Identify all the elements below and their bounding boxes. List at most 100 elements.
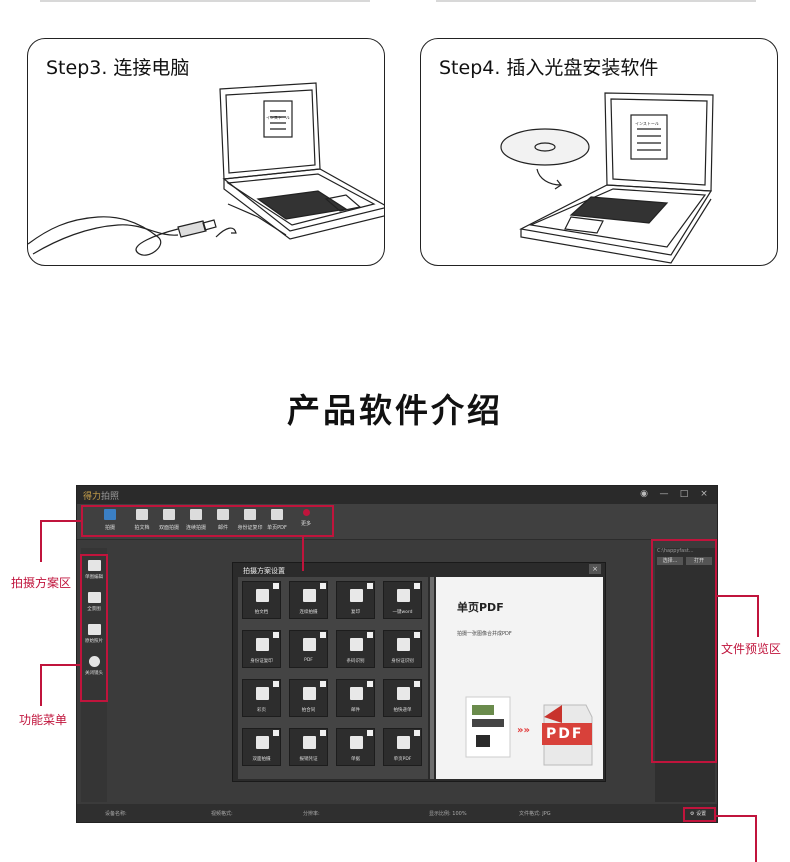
scheme-item[interactable]: 一键word bbox=[383, 581, 422, 619]
menu-close-camera[interactable]: 关闭镜头 bbox=[82, 656, 106, 676]
menu-single-edit[interactable]: 单图编辑 bbox=[82, 560, 106, 580]
checkbox[interactable] bbox=[273, 681, 279, 687]
checkbox[interactable] bbox=[367, 681, 373, 687]
connector bbox=[757, 595, 759, 637]
left-menu-highlight bbox=[80, 554, 108, 702]
checkbox[interactable] bbox=[414, 681, 420, 687]
duplex-icon bbox=[163, 509, 175, 520]
scheme-label: 身份证复印 bbox=[250, 659, 273, 664]
checkbox[interactable] bbox=[414, 632, 420, 638]
scheme-item[interactable]: 连续拍摄 bbox=[289, 581, 328, 619]
checkbox[interactable] bbox=[414, 730, 420, 736]
tool-pdf[interactable]: 单页PDF bbox=[264, 509, 290, 531]
checkbox[interactable] bbox=[367, 730, 373, 736]
scheme-item[interactable]: 单据 bbox=[336, 728, 375, 766]
dialog-close-button[interactable]: × bbox=[589, 564, 601, 574]
checkbox[interactable] bbox=[320, 730, 326, 736]
scheme-label: 条码识别 bbox=[346, 659, 365, 664]
tool-document[interactable]: 拍文档 bbox=[129, 509, 155, 531]
folder-path: C:\happyfast... bbox=[657, 548, 694, 554]
pdf-icon bbox=[271, 509, 283, 520]
scheme-item[interactable]: 身份证复印 bbox=[242, 630, 281, 668]
scheme-item[interactable]: 拍快递单 bbox=[383, 679, 422, 717]
menu-label: 关闭镜头 bbox=[85, 671, 103, 676]
checkbox[interactable] bbox=[320, 583, 326, 589]
camera-icon bbox=[104, 509, 116, 520]
tool-label: 更多 bbox=[300, 521, 311, 527]
scheme-label: 身份证识别 bbox=[391, 659, 414, 664]
scheme-item[interactable]: 复印 bbox=[336, 581, 375, 619]
scheme-label: 拍合同 bbox=[301, 708, 316, 713]
laptop-usb-illustration: インストール bbox=[28, 82, 384, 256]
select-folder-button[interactable]: 选择... bbox=[657, 557, 683, 565]
app-brand: 得力拍照 bbox=[83, 489, 119, 502]
checkbox[interactable] bbox=[414, 583, 420, 589]
dialog-title: 拍摄方案设置 bbox=[243, 567, 285, 575]
scheme-label: 彩页 bbox=[257, 708, 266, 713]
scheme-label: 复印 bbox=[351, 610, 360, 615]
tool-label: 连续拍摄 bbox=[185, 525, 206, 531]
continuous-icon bbox=[190, 509, 202, 520]
minimize-button[interactable]: — bbox=[659, 489, 669, 499]
checkbox[interactable] bbox=[367, 583, 373, 589]
settings-label: 设置 bbox=[696, 811, 707, 817]
scheme-item[interactable]: 拍合同 bbox=[289, 679, 328, 717]
checkbox[interactable] bbox=[320, 632, 326, 638]
pdf-icon bbox=[397, 736, 410, 749]
id-card-icon bbox=[244, 509, 256, 520]
tool-label: 身份证复印 bbox=[237, 525, 263, 531]
callout-capture-area: 拍摄方案区 bbox=[11, 576, 72, 590]
tool-capture[interactable]: 拍摄 bbox=[97, 509, 123, 531]
checkbox[interactable] bbox=[273, 583, 279, 589]
scheme-item[interactable]: 彩页 bbox=[242, 679, 281, 717]
app-logo-icon[interactable]: ◉ bbox=[640, 489, 648, 499]
resolution: 分辨率: bbox=[303, 811, 320, 817]
scrollbar[interactable] bbox=[430, 577, 434, 779]
checkbox[interactable] bbox=[320, 681, 326, 687]
printer-icon bbox=[350, 589, 363, 602]
maximize-button[interactable]: □ bbox=[679, 489, 689, 499]
checkbox[interactable] bbox=[273, 632, 279, 638]
menu-panorama[interactable]: 全景图 bbox=[82, 592, 106, 612]
tool-label: 单页PDF bbox=[267, 525, 287, 531]
tool-label: 拍文档 bbox=[134, 525, 150, 531]
tool-duplex[interactable]: 双面拍摄 bbox=[156, 509, 182, 531]
connector bbox=[40, 664, 80, 666]
tool-id-copy[interactable]: 身份证复印 bbox=[237, 509, 263, 531]
scheme-label: 连续拍摄 bbox=[299, 610, 318, 615]
open-folder-button[interactable]: 打开 bbox=[686, 557, 712, 565]
scheme-item[interactable]: 拍文档 bbox=[242, 581, 281, 619]
tool-more[interactable]: 更多 bbox=[293, 509, 319, 527]
app-window: 得力拍照 ◉ — □ × 拍摄 拍文档 双面拍摄 连续拍摄 邮件 身份证复印 单… bbox=[76, 485, 718, 823]
checkbox[interactable] bbox=[273, 730, 279, 736]
preview-title: 单页PDF bbox=[457, 601, 504, 614]
tool-continuous[interactable]: 连续拍摄 bbox=[183, 509, 209, 531]
top-divider-left bbox=[40, 0, 370, 2]
scheme-item[interactable]: PDF bbox=[289, 630, 328, 668]
scheme-item[interactable]: 邮件 bbox=[336, 679, 375, 717]
scheme-label: 单据 bbox=[351, 757, 360, 762]
tool-label: 邮件 bbox=[217, 525, 228, 531]
scheme-item[interactable]: 报销凭证 bbox=[289, 728, 328, 766]
mail-icon bbox=[350, 687, 363, 700]
receipt-icon bbox=[303, 736, 316, 749]
connector bbox=[716, 815, 757, 817]
menu-original-photo[interactable]: 原始照片 bbox=[82, 624, 106, 644]
checkbox[interactable] bbox=[367, 632, 373, 638]
scheme-item[interactable]: 条码识别 bbox=[336, 630, 375, 668]
scheme-item[interactable]: 双面拍摄 bbox=[242, 728, 281, 766]
pdf-icon bbox=[303, 638, 316, 651]
pdf-label: PDF bbox=[546, 726, 584, 742]
scheme-grid: 拍文档 连续拍摄 复印 一键word 身份证复印 PDF 条码识别 身份证识别 … bbox=[238, 577, 428, 779]
more-icon bbox=[302, 509, 310, 516]
scheme-item[interactable]: 身份证识别 bbox=[383, 630, 422, 668]
tool-label: 拍摄 bbox=[104, 525, 115, 531]
tool-label: 双面拍摄 bbox=[158, 525, 179, 531]
tool-mail[interactable]: 邮件 bbox=[210, 509, 236, 531]
settings-button[interactable]: ⚙ 设置 bbox=[690, 810, 706, 817]
connector bbox=[40, 520, 81, 522]
scheme-label: 邮件 bbox=[351, 708, 360, 713]
scheme-item[interactable]: 单页PDF bbox=[383, 728, 422, 766]
pdf-illustration bbox=[465, 696, 593, 766]
close-button[interactable]: × bbox=[700, 489, 708, 499]
